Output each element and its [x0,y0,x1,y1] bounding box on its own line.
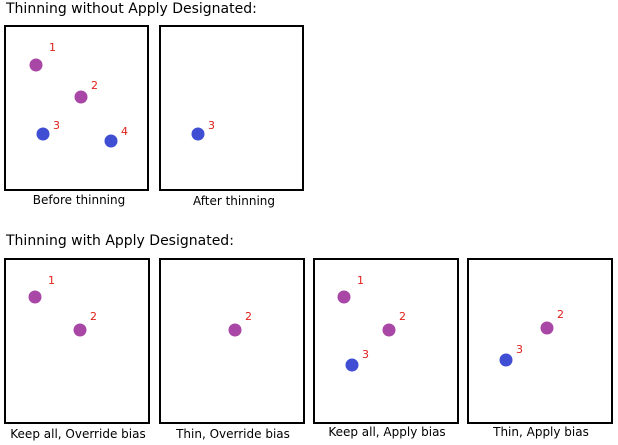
panel-thin-override-bias: 2 [159,258,305,424]
point-label-2: 2 [399,310,406,323]
caption-before-thinning: Before thinning [32,193,126,207]
point-label-2: 2 [557,308,564,321]
point-3 [345,358,359,372]
point-label-2: 2 [90,310,97,323]
panel-before-thinning: 1 2 3 4 [4,25,149,191]
panel-thin-apply-bias: 2 3 [467,258,613,424]
panel-keep-all-override-bias: 1 2 [4,258,150,424]
caption-after-thinning: After thinning [192,194,276,208]
caption-thin-apply-bias: Thin, Apply bias [493,425,589,439]
caption-keep-all-apply-bias: Keep all, Apply bias [328,425,446,439]
point-1 [28,290,42,304]
point-label-1: 1 [49,41,56,54]
point-label-1: 1 [357,274,364,287]
panel-after-thinning: 3 [159,25,304,191]
point-label-3: 3 [208,119,215,132]
section-heading-without: Thinning without Apply Designated: [6,1,257,17]
point-3 [191,127,205,141]
point-2 [74,90,88,104]
point-label-3: 3 [53,119,60,132]
point-4 [104,134,118,148]
section-heading-with: Thinning with Apply Designated: [6,233,234,249]
point-label-2: 2 [91,79,98,92]
point-2 [73,323,87,337]
point-2 [228,323,242,337]
panel-keep-all-apply-bias: 1 2 3 [313,258,459,424]
point-label-1: 1 [48,274,55,287]
point-2 [540,321,554,335]
point-1 [337,290,351,304]
point-label-4: 4 [121,125,128,138]
point-3 [36,127,50,141]
caption-thin-override-bias: Thin, Override bias [176,427,290,441]
point-3 [499,353,513,367]
point-label-3: 3 [362,348,369,361]
point-label-3: 3 [516,343,523,356]
point-label-2: 2 [245,310,252,323]
point-1 [29,58,43,72]
caption-keep-all-override-bias: Keep all, Override bias [10,427,146,441]
point-2 [382,323,396,337]
